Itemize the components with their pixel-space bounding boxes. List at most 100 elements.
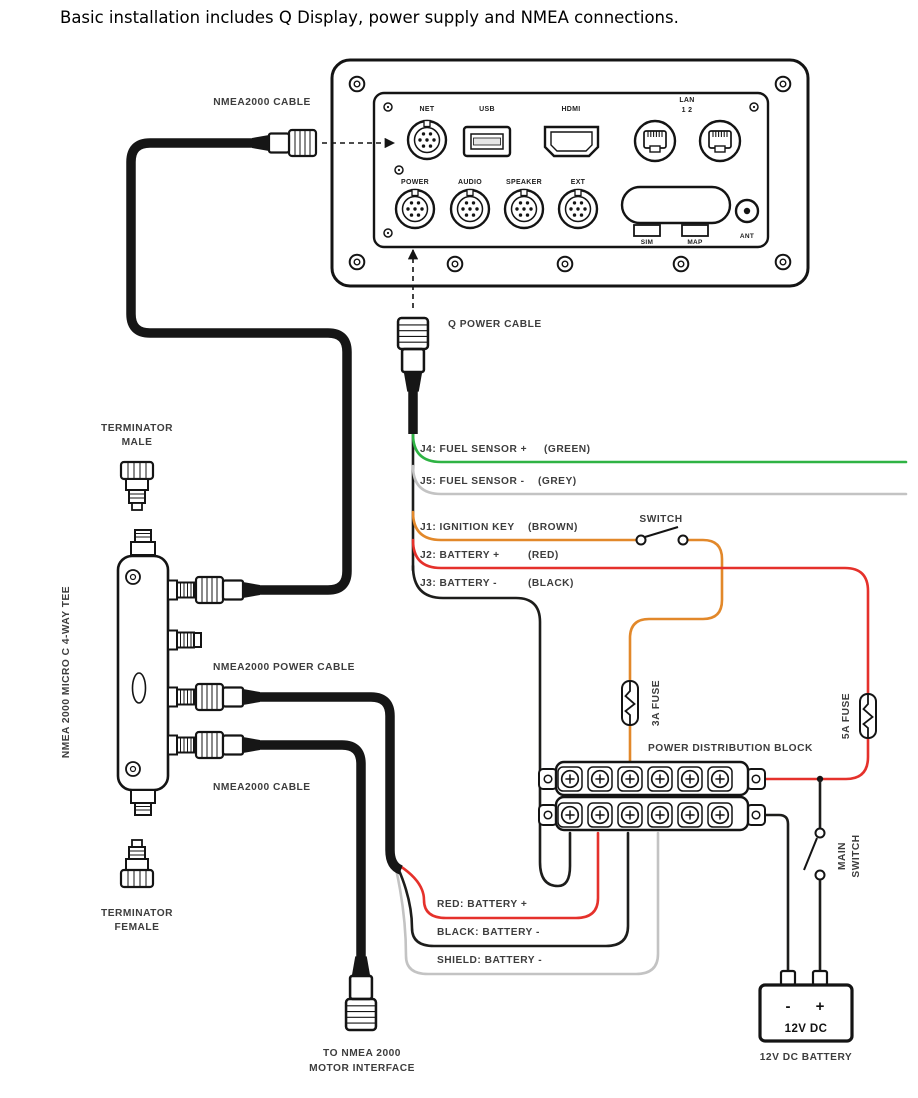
terminator-female: TERMINATOR FEMALE <box>101 839 173 933</box>
ignition-switch-label: SWITCH <box>639 514 682 525</box>
battery-wire-red <box>398 831 600 920</box>
q-power-cable-label: Q POWER CABLE <box>448 319 542 330</box>
fuse-3a: 3A FUSE <box>621 680 662 726</box>
power-distribution-block: POWER DISTRIBUTION BLOCK <box>538 743 813 832</box>
nmea2000-motor-cable-label: NMEA2000 CABLE <box>213 782 311 793</box>
battery-12v: - + 12V DC 12V DC BATTERY <box>758 969 854 1063</box>
main-switch: MAIN SWITCH <box>764 775 862 972</box>
battery-wire-shield-label: SHIELD: BATTERY - <box>437 955 542 966</box>
motor-interface-label-1: TO NMEA 2000 <box>323 1048 401 1059</box>
nmea2000-power-cable: NMEA2000 POWER CABLE RED: BATTERY + BLAC… <box>194 662 660 976</box>
page-title: Basic installation includes Q Display, p… <box>60 8 679 27</box>
fuse-5a-label: 5A FUSE <box>841 693 852 739</box>
wire-j5-grey <box>411 464 908 496</box>
wire-j4-green <box>411 432 908 464</box>
wire-j2-label: J2: BATTERY + <box>420 550 500 561</box>
fuse-5a: 5A FUSE <box>841 693 877 739</box>
power-port-label: POWER <box>401 179 429 186</box>
tee-label: NMEA 2000 MICRO C 4-WAY TEE <box>61 586 72 758</box>
battery-wire-shield <box>394 831 660 976</box>
main-switch-label-1: MAIN <box>837 842 848 870</box>
hdmi-port-label: HDMI <box>561 106 580 113</box>
motor-interface-label-2: MOTOR INTERFACE <box>309 1063 415 1074</box>
ant-connector <box>734 198 760 224</box>
q-power-cable: Q POWER CABLE J4: FUEL SENSOR + (GREEN) … <box>396 248 908 888</box>
wire-j1-brown-b <box>628 538 724 683</box>
main-switch-blade <box>803 837 818 871</box>
ant-label: ANT <box>740 233 754 240</box>
net-port-label: NET <box>420 106 435 113</box>
wire-j2-red-a <box>411 538 870 696</box>
wire-j3-color: (BLACK) <box>528 578 574 589</box>
card-door <box>620 185 732 225</box>
speaker-port-label: SPEAKER <box>506 179 542 186</box>
main-switch-label-2: SWITCH <box>851 834 862 877</box>
audio-port-label: AUDIO <box>458 179 482 186</box>
branch-4-connector <box>194 730 262 760</box>
sim-slot-label: SIM <box>641 239 653 246</box>
motor-interface-connector <box>344 955 378 1032</box>
map-slot <box>681 224 709 237</box>
hdmi-port <box>543 125 600 158</box>
wire-j1-label: J1: IGNITION KEY <box>420 522 515 533</box>
battery-wire-black <box>396 831 630 948</box>
speaker-port <box>503 188 545 230</box>
usb-port-label: USB <box>479 106 495 113</box>
battery-minus-sign: - <box>786 998 791 1015</box>
tee-branch-2 <box>167 629 195 651</box>
wire-j5-label: J5: FUEL SENSOR - <box>420 476 525 487</box>
ignition-switch: SWITCH <box>635 514 689 546</box>
wire-j4-color: (GREEN) <box>544 444 591 455</box>
power-distribution-block-label: POWER DISTRIBUTION BLOCK <box>648 743 813 754</box>
wire-j2-color: (RED) <box>528 550 559 561</box>
power-port <box>394 188 436 230</box>
usb-port <box>462 125 512 158</box>
branch-3-connector <box>194 682 262 712</box>
nmea2000-cable-connector <box>250 128 318 158</box>
net-port <box>406 119 448 161</box>
battery-caption: 12V DC BATTERY <box>760 1052 852 1063</box>
nmea2000-motor-cable-run <box>256 740 366 964</box>
map-slot-label: MAP <box>687 239 703 246</box>
tee-badge <box>131 672 147 704</box>
nmea2000-cable-label: NMEA2000 CABLE <box>213 97 311 108</box>
lan-port-label: LAN <box>679 97 694 104</box>
four-way-tee: NMEA 2000 MICRO C 4-WAY TEE <box>61 529 262 816</box>
tee-bottom-port <box>130 789 156 804</box>
q-display-rear-panel: NET USB HDMI LAN 1 2 POWER AUDIO SPEAKER <box>330 58 810 288</box>
ext-port <box>557 188 599 230</box>
battery-positive-stud <box>811 969 829 987</box>
battery-negative-stud <box>779 969 797 987</box>
nmea2000-cable-run <box>126 138 352 595</box>
tee-branch-1 <box>167 579 195 601</box>
nmea2000-motor-cable: NMEA2000 CABLE TO NMEA 2000 MOTOR INTERF… <box>194 730 415 1074</box>
wire-j4-label: J4: FUEL SENSOR + <box>420 444 527 455</box>
terminator-female-label-1: TERMINATOR <box>101 908 173 919</box>
lan-port-numbers: 1 2 <box>682 107 693 114</box>
battery-text: 12V DC <box>785 1023 828 1035</box>
wire-j3-black <box>411 564 572 888</box>
terminator-male-label-1: TERMINATOR <box>101 423 173 434</box>
battery-body <box>758 983 854 1043</box>
ext-port-label: EXT <box>571 179 586 186</box>
nmea2000-display-cable: NMEA2000 CABLE <box>126 97 396 595</box>
terminator-male: TERMINATOR MALE <box>101 423 173 511</box>
terminator-male-label-2: MALE <box>122 437 153 448</box>
nmea2000-power-cable-run <box>256 692 403 875</box>
battery-wire-red-label: RED: BATTERY + <box>437 899 527 910</box>
ignition-switch-blade <box>644 526 679 538</box>
fuse-3a-label: 3A FUSE <box>651 680 662 726</box>
battery-plus-sign: + <box>816 998 825 1015</box>
terminator-female-label-2: FEMALE <box>115 922 160 933</box>
wire-j3-label: J3: BATTERY - <box>420 578 497 589</box>
wire-j2-red-b <box>762 736 870 781</box>
tee-body <box>116 554 170 792</box>
nmea2000-power-cable-label: NMEA2000 POWER CABLE <box>213 662 355 673</box>
audio-port <box>449 188 491 230</box>
battery-negative-wire <box>764 813 790 972</box>
wire-j5-color: (GREY) <box>538 476 577 487</box>
q-power-cable-connector <box>396 316 430 393</box>
wire-j1-brown-a <box>411 510 638 542</box>
